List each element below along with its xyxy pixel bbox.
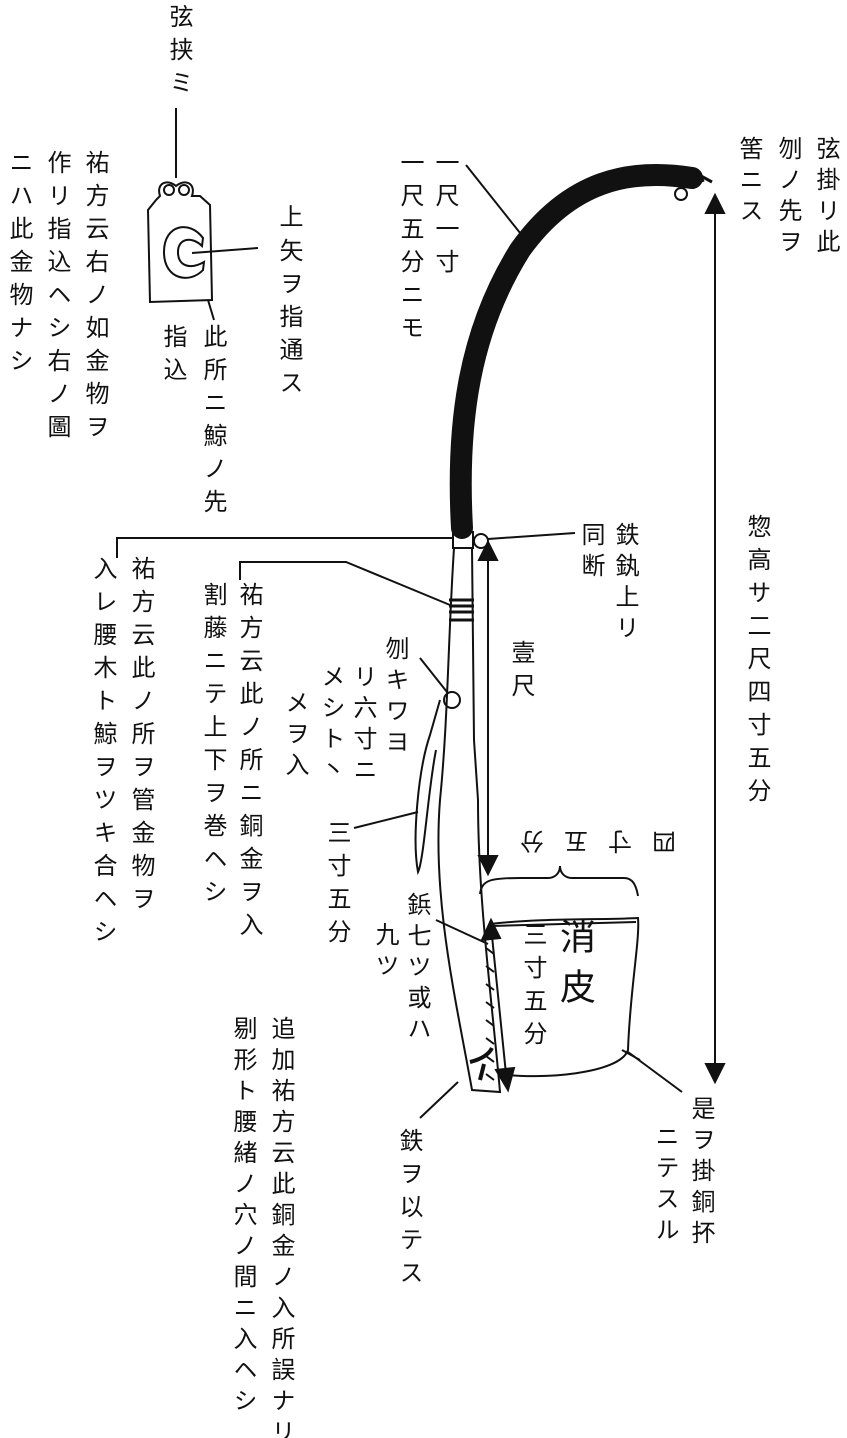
label-doudan: 同断 bbox=[577, 522, 605, 584]
leader-kore-wo bbox=[627, 1051, 683, 1093]
fitting-hole-right bbox=[178, 184, 190, 196]
label-tetsu-wo-motte: 鉄ヲ以テス bbox=[395, 1128, 423, 1293]
label-hane-saki: 刎ノ先ヲ bbox=[774, 136, 802, 260]
label-tsuru-hasami: 弦挟ミ bbox=[165, 4, 193, 103]
rivets bbox=[485, 929, 495, 1081]
leader-tetsu-kan bbox=[487, 532, 576, 540]
note-nihako-kanamono: ニハ此金物ナシ bbox=[5, 150, 33, 381]
note-hane-1: 刎キワヨ bbox=[381, 636, 409, 760]
leader-koshigi bbox=[116, 537, 453, 558]
arrowhead-total-bottom bbox=[704, 1063, 726, 1085]
note-hane-2: リ六寸ニ bbox=[349, 664, 377, 788]
stock-top-block bbox=[452, 531, 474, 549]
fitting-hole-left bbox=[163, 184, 175, 196]
note-hane-4: メヲ入 bbox=[281, 690, 309, 783]
leader-koko-kujira bbox=[207, 299, 215, 321]
stock-hole bbox=[443, 691, 461, 709]
tip-ring bbox=[674, 187, 688, 201]
stock-fork bbox=[414, 699, 441, 876]
label-shisun-gobu: 四寸五分 bbox=[500, 827, 676, 855]
leather-guard bbox=[489, 916, 640, 1078]
leader-tetsu-wo bbox=[419, 1081, 459, 1119]
label-byou-nanatsu: 鋲七ツ或ハ bbox=[403, 892, 431, 1047]
note-wari-to-1: 祐方云此ノ所ニ銅金ヲ入 bbox=[235, 582, 263, 945]
label-sashikomi: 指込 bbox=[159, 324, 187, 390]
arrowhead-total-top bbox=[704, 192, 726, 214]
note-hane-3: メシト丶 bbox=[317, 664, 345, 788]
bottom-hook bbox=[469, 1046, 494, 1081]
label-nitesuru: ニテスル bbox=[651, 1124, 679, 1248]
label-sansun-gobu-fork: 三寸五分 bbox=[323, 820, 351, 952]
leader-sansun-a bbox=[353, 811, 419, 829]
label-tetsu-kan: 鉄釻上リ bbox=[611, 522, 639, 646]
arrow-defs bbox=[116, 108, 726, 1119]
label-ya-sashitoosu: 矢ヲ指通ス bbox=[275, 238, 303, 403]
label-hazu-nisu: 筈ニス bbox=[735, 136, 763, 229]
leader-hane bbox=[419, 657, 448, 693]
label-sansun-gobu-inner: 三寸五分 bbox=[519, 922, 547, 1054]
leader-byou bbox=[435, 919, 489, 945]
leader-ue-yahazu bbox=[191, 247, 259, 254]
arrowhead-ichi-top bbox=[477, 539, 499, 561]
note-tsukuri-sashikomi: 作リ指込ヘシ右ノ圖 bbox=[43, 150, 71, 447]
label-isshaku-gobu: 一尺五分ニモ bbox=[396, 150, 424, 348]
leader-wari-to bbox=[239, 561, 451, 606]
label-ichi-shaku: 壹尺 bbox=[507, 640, 535, 706]
label-tsurukake: 弦掛リ此 bbox=[812, 136, 840, 260]
label-kokonotsu: 九ツ bbox=[371, 922, 399, 984]
arrow-inner-height bbox=[491, 935, 507, 1075]
brace-width bbox=[479, 865, 639, 897]
label-keshigawa: 消皮 bbox=[554, 918, 595, 1018]
note-yuhokata-migi: 祐方云右ノ如金物ヲ bbox=[81, 150, 109, 447]
bow-arm bbox=[449, 163, 703, 539]
stock-outline bbox=[437, 547, 502, 1094]
fitting-c-cutout bbox=[162, 226, 206, 279]
label-ue: 上 bbox=[275, 204, 303, 237]
note-koshigi-1: 祐方云此ノ所ヲ管金物ヲ bbox=[127, 556, 155, 919]
note-wari-to-2: 割藤ニテ上下ヲ巻ヘシ bbox=[199, 582, 227, 912]
label-koko-kujira-saki: 此所ニ鯨ノ先 bbox=[199, 324, 227, 522]
note-tsuika-2: 剔形ト腰緒ノ穴ノ間ニ入ヘシ bbox=[229, 1016, 257, 1419]
note-tsuika-1: 追加祐方云此銅金ノ入所誤ナリ bbox=[267, 1016, 295, 1438]
bow-tip bbox=[687, 168, 713, 188]
label-total-height: 惣高サ二尺四寸五分 bbox=[743, 514, 771, 811]
label-kore-wo-kake: 是ヲ掛銅抔 bbox=[687, 1096, 715, 1251]
arrowhead-inner-bottom bbox=[494, 1066, 516, 1093]
note-koshigi-2: 入レ腰木ト鯨ヲツキ合ヘシ bbox=[89, 556, 117, 952]
label-isshaku-issun: 一尺一寸 bbox=[431, 150, 459, 282]
leader-ichi-shaku bbox=[465, 164, 533, 249]
rattan-wrap bbox=[449, 598, 474, 622]
arrowhead-inner-top bbox=[480, 917, 502, 942]
guard-top-fill bbox=[491, 921, 637, 927]
arrowhead-ichi-bottom bbox=[477, 855, 499, 877]
